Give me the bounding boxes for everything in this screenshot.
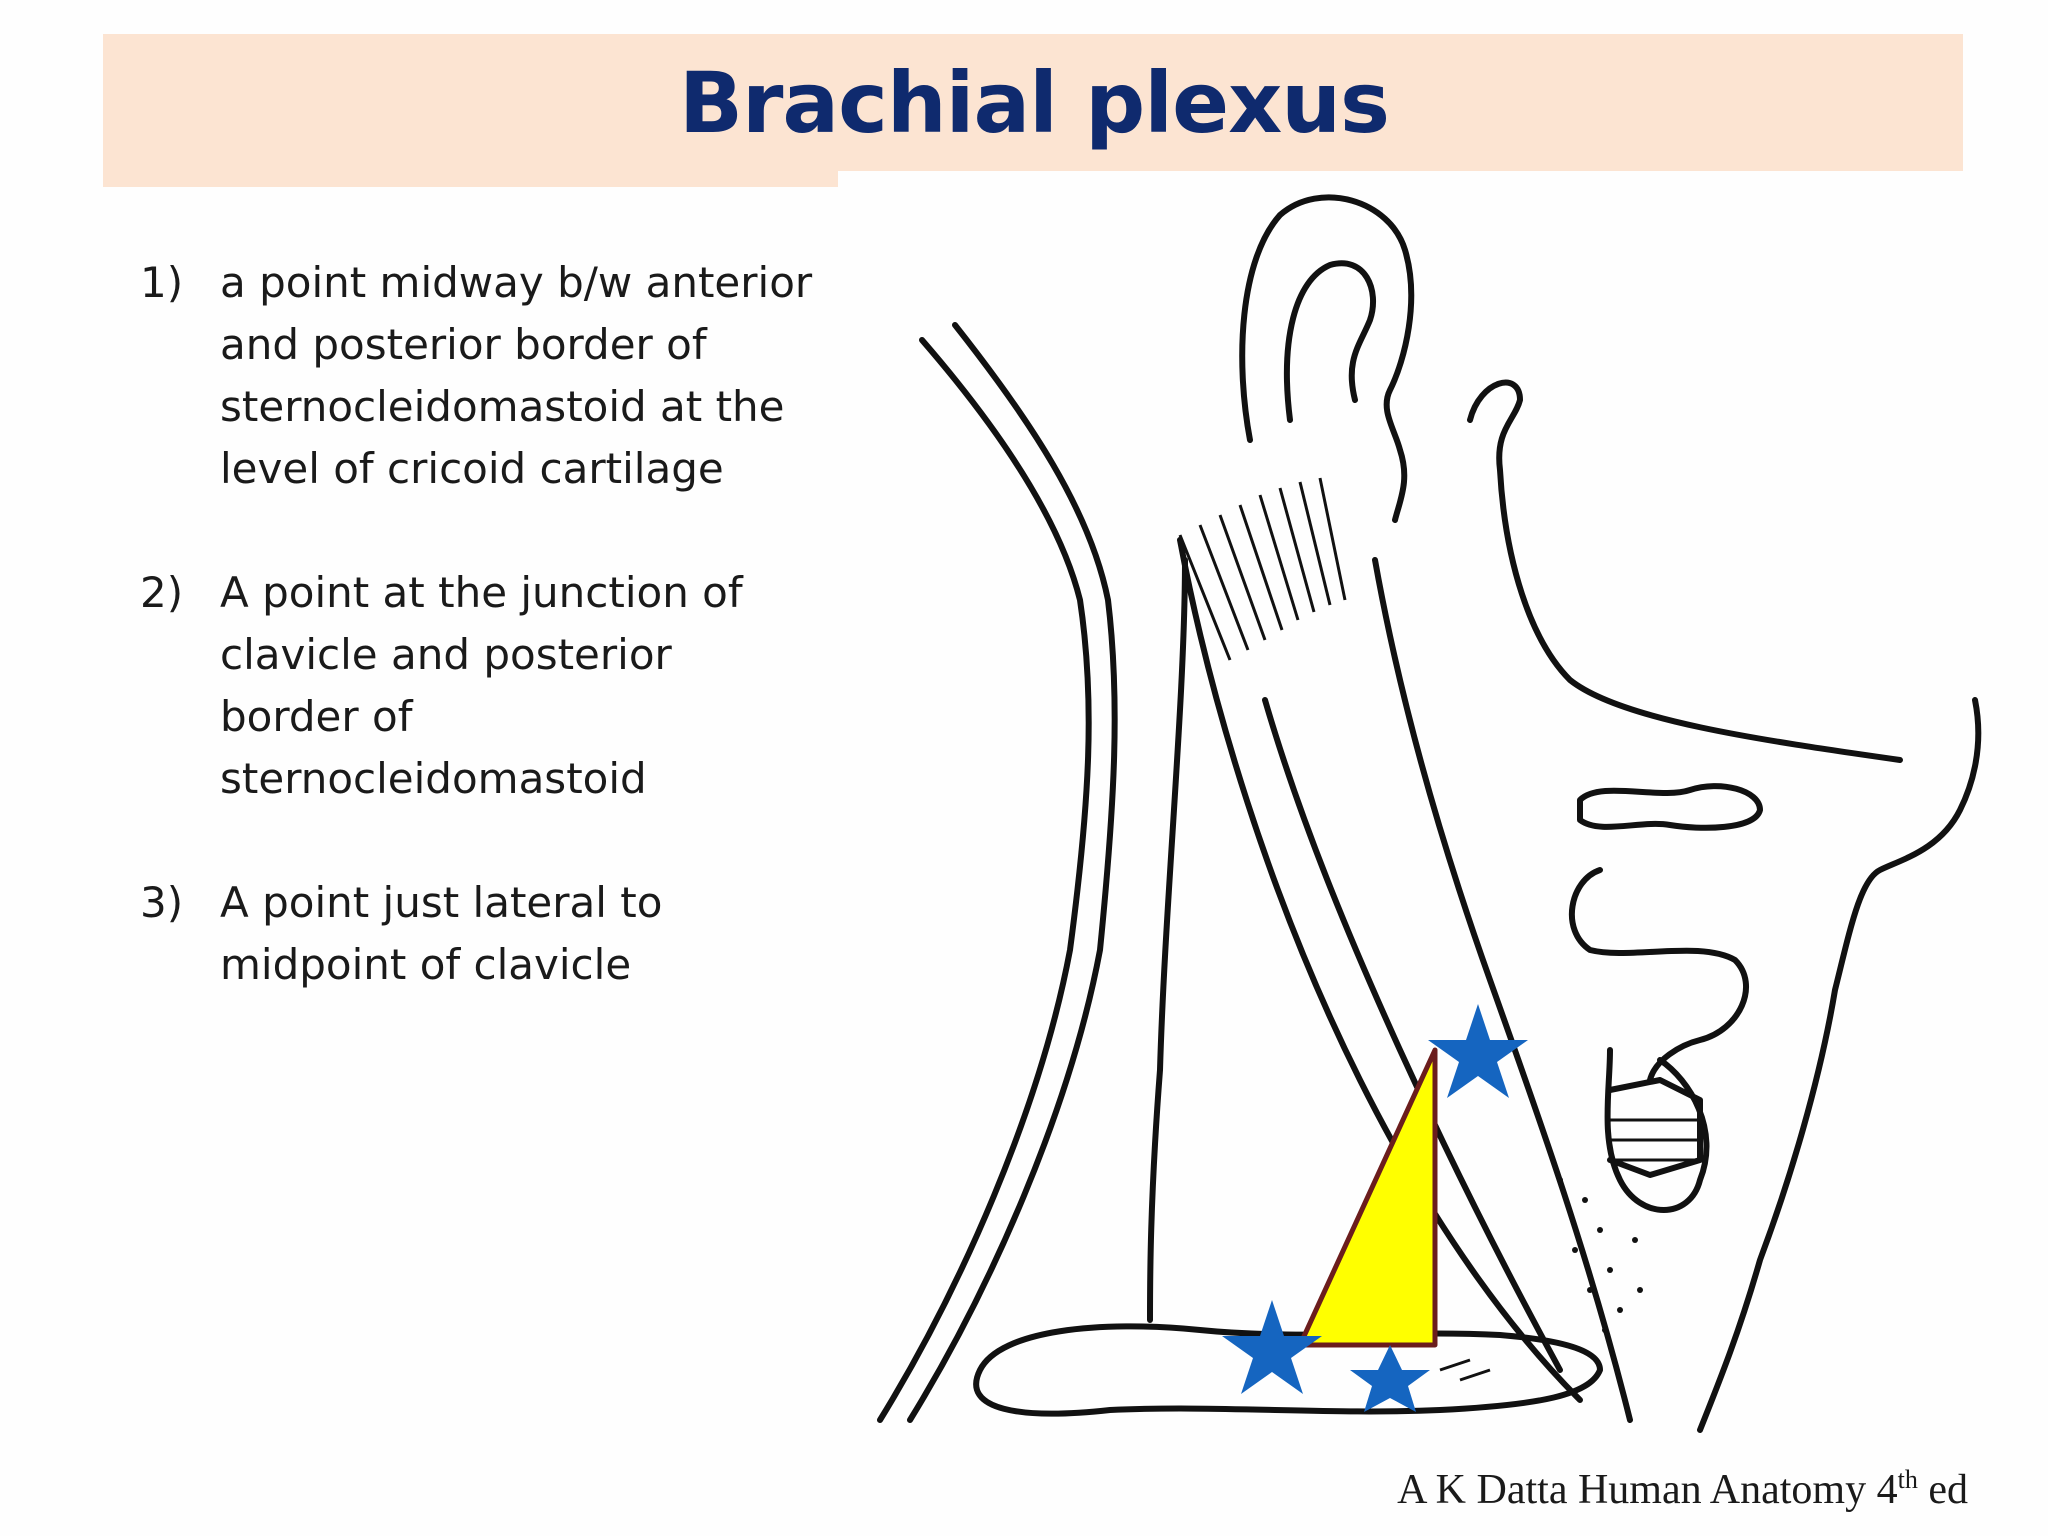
thyroid-cartilage: [1607, 1077, 1703, 1178]
neck-anatomy-figure: [877, 194, 1982, 1433]
ear-inner-fold: [1283, 260, 1377, 423]
scm-anterior-border: [1372, 557, 1633, 1423]
scm-posterior-border: [1177, 537, 1583, 1403]
source-citation: A K Datta Human Anatomy 4th ed: [1397, 1465, 1968, 1514]
citation-main: A K Datta Human Anatomy 4: [1397, 1467, 1898, 1513]
landmark-list: 1) a point midway b/w anterior and poste…: [140, 252, 820, 1058]
neck-back-inner-line: [907, 322, 1118, 1423]
scm-inner-line: [1262, 697, 1563, 1373]
slide-title: Brachial plexus: [678, 54, 1390, 152]
list-item: 1) a point midway b/w anterior and poste…: [140, 252, 820, 500]
citation-superscript: th: [1897, 1465, 1918, 1494]
title-band-notch: [838, 171, 1963, 189]
oral-cavity: [1577, 783, 1763, 831]
list-item-text: a point midway b/w anterior and posterio…: [220, 258, 813, 493]
star-icon: [1350, 1345, 1430, 1412]
list-item: 3) A point just lateral to midpoint of c…: [140, 872, 820, 996]
title-band: [103, 34, 1963, 187]
pharynx: [1569, 867, 1749, 1083]
trapezius-border: [1147, 557, 1188, 1323]
list-item: 2) A point at the junction of clavicle a…: [140, 562, 820, 810]
posterior-triangle-highlight: [1297, 1047, 1438, 1348]
face-profile: [1467, 379, 1903, 763]
clavicle: [973, 1323, 1603, 1417]
list-item-number: 3): [140, 878, 184, 927]
star-icon: [1222, 1300, 1322, 1394]
list-item-text: A point just lateral to midpoint of clav…: [220, 878, 663, 989]
citation-suffix: ed: [1917, 1467, 1968, 1513]
list-item-text: A point at the junction of clavicle and …: [220, 568, 743, 803]
list-item-number: 2): [140, 568, 184, 617]
larynx: [1604, 1047, 1710, 1213]
ear-outline: [1239, 194, 1415, 523]
neck-back-outer-line: [877, 337, 1092, 1423]
chin-profile: [1697, 697, 1982, 1433]
star-icon: [1428, 1004, 1528, 1098]
list-item-number: 1): [140, 258, 184, 307]
